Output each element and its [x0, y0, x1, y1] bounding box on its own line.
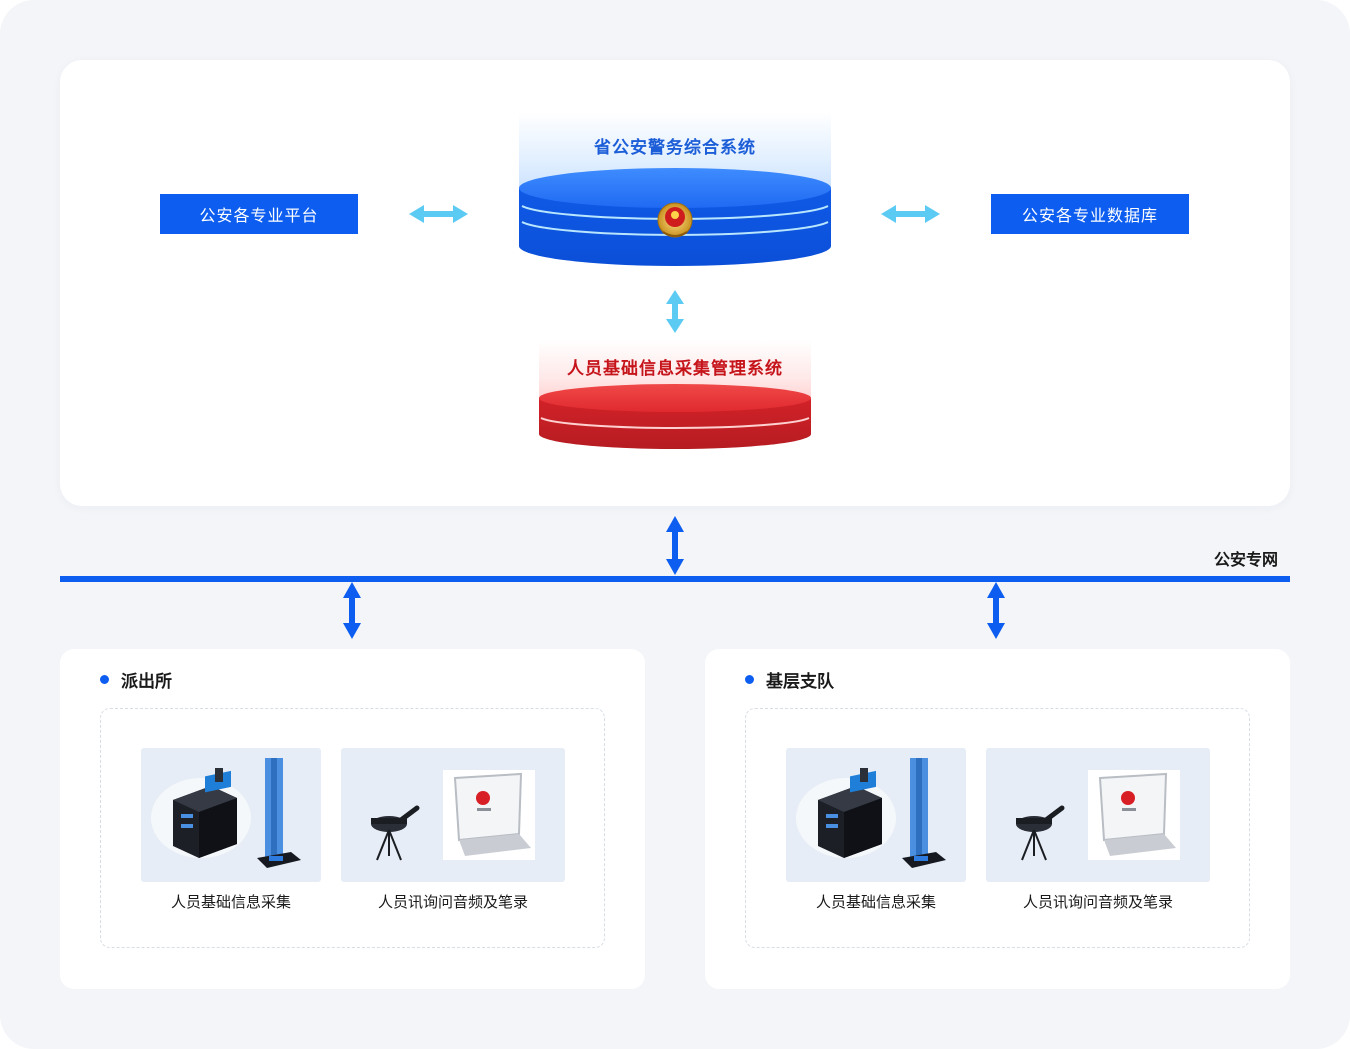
network-label: 公安专网 — [1214, 550, 1279, 569]
database-box: 公安各专业数据库 — [991, 194, 1189, 234]
unit-title: 派出所 — [121, 672, 172, 692]
device-group — [100, 708, 605, 948]
device-card-audio-recorder — [986, 748, 1210, 882]
platform-link-arrow — [409, 205, 468, 223]
unit-title: 基层支队 — [766, 672, 834, 692]
network-bus-line — [60, 576, 1290, 582]
left-unit-arrow — [343, 582, 361, 639]
device-card-collection — [141, 748, 321, 882]
device-card-collection — [786, 748, 966, 882]
collection-system-cylinder — [539, 384, 811, 449]
top-network-arrow — [666, 516, 684, 575]
database-link-arrow — [881, 205, 940, 223]
provincial-system-cylinder — [519, 168, 831, 266]
unit-panel-grassroots-team: 基层支队 人员基础信息采集 — [705, 649, 1290, 989]
bullet-dot — [100, 675, 109, 684]
device-label-audio-recorder: 人员讯询问音频及笔录 — [1022, 893, 1173, 911]
provincial-system-title: 省公安警务综合系统 — [594, 138, 756, 158]
system-link-arrow — [666, 290, 684, 333]
device-card-audio-recorder — [341, 748, 565, 882]
device-label-audio-recorder: 人员讯询问音频及笔录 — [377, 893, 528, 911]
collection-system-title: 人员基础信息采集管理系统 — [567, 359, 783, 379]
audio-recorder-laptop-icon — [371, 770, 535, 861]
police-badge-icon — [657, 202, 693, 238]
audio-recorder-laptop-icon — [1016, 770, 1180, 861]
device-label-collection: 人员基础信息采集 — [815, 893, 936, 911]
collection-station-icon — [796, 758, 946, 868]
unit-panel-police-station: 派出所 人员基础信息采集 — [60, 649, 645, 989]
device-group — [745, 708, 1250, 948]
platform-box: 公安各专业平台 — [160, 194, 358, 234]
right-unit-arrow — [987, 582, 1005, 639]
collection-station-icon — [151, 758, 301, 868]
bullet-dot — [745, 675, 754, 684]
device-label-collection: 人员基础信息采集 — [170, 893, 291, 911]
